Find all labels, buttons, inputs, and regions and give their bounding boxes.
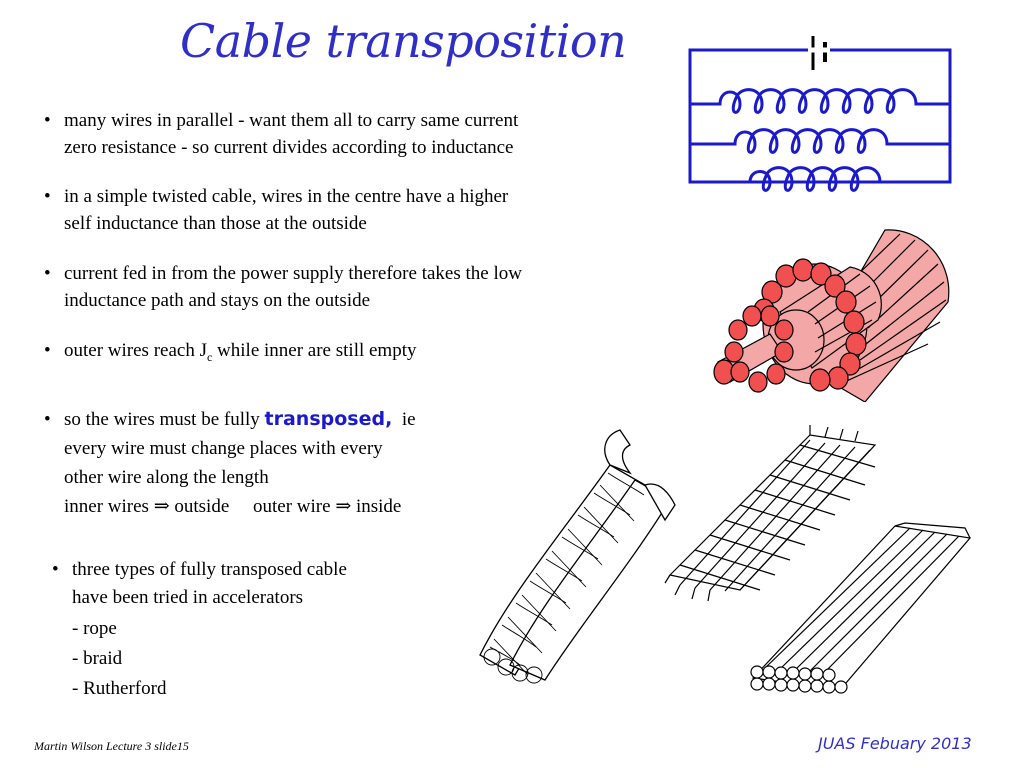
list-item: - Rutherford	[72, 678, 167, 699]
bullet-text: self inductance than those at the outsid…	[64, 213, 367, 234]
footer-event: JUAS Febuary 2013	[818, 734, 972, 753]
bullet-text: inductance path and stays on the outside	[64, 290, 371, 311]
keyword-transposed: transposed,	[264, 408, 393, 430]
bullet-marker: •	[44, 186, 51, 207]
bullet-text: other wire along the length	[64, 467, 269, 488]
text-part: ie	[392, 409, 416, 430]
bullet-marker: •	[44, 340, 51, 361]
slide-title: Cable transposition	[180, 14, 627, 68]
implies-arrow-icon: ⇒	[335, 496, 352, 517]
bullet-text: outer wires reach Jc while inner are sti…	[64, 337, 417, 371]
bullet-marker: •	[52, 559, 59, 580]
list-item: - rope	[72, 618, 117, 639]
bullet-text: every wire must change places with every	[64, 438, 383, 459]
text-part: inside	[351, 496, 402, 517]
bullet-text: have been tried in accelerators	[72, 587, 304, 608]
list-item: - braid	[72, 648, 123, 669]
text-part: outside outer wire	[169, 496, 336, 517]
bullet-text: inner wires ⇒ outside outer wire ⇒ insid…	[64, 492, 416, 521]
implies-arrow-icon: ⇒	[153, 496, 170, 517]
bullet-transposed: • so the wires must be fully transposed,…	[44, 405, 416, 521]
bullet-text: three types of fully transposed cable	[72, 559, 347, 580]
text-part: outer wires reach J	[64, 340, 207, 361]
bullet-current-path: • current fed in from the power supply t…	[44, 260, 522, 314]
bullet-text: so the wires must be fully transposed, i…	[64, 405, 416, 434]
bullet-cable-types: • three types of fully transposed cable …	[52, 555, 347, 703]
text-part: so the wires must be fully	[64, 409, 265, 430]
text-part: inner wires	[64, 496, 154, 517]
parallel-inductors-circuit	[688, 36, 952, 192]
rutherford-cable	[750, 522, 972, 694]
bullet-text: in a simple twisted cable, wires in the …	[64, 186, 509, 207]
bullet-text: many wires in parallel - want them all t…	[64, 110, 519, 131]
braid-cable	[664, 425, 877, 602]
twisted-cable-cross-section	[713, 229, 950, 402]
bullet-outer-wires: • outer wires reach Jc while inner are s…	[44, 337, 417, 371]
rope-cable	[479, 429, 676, 684]
text-part: while inner are still empty	[212, 340, 417, 361]
bullet-marker: •	[44, 263, 51, 284]
bullet-marker: •	[44, 110, 51, 131]
bullet-parallel-wires: • many wires in parallel - want them all…	[44, 107, 519, 161]
footer-author: Martin Wilson Lecture 3 slide15	[34, 739, 189, 753]
bullet-twisted-cable: • in a simple twisted cable, wires in th…	[44, 183, 509, 237]
bullet-text: zero resistance - so current divides acc…	[64, 137, 514, 158]
subscript-c: c	[206, 349, 213, 364]
bullet-marker: •	[44, 409, 51, 430]
bullet-text: current fed in from the power supply the…	[64, 263, 522, 284]
